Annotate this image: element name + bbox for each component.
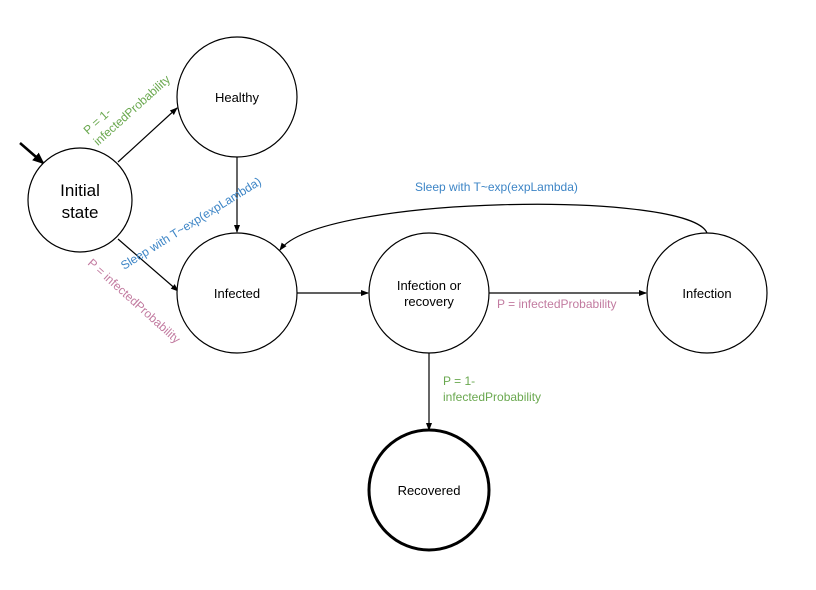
node-healthy-label: Healthy (215, 90, 260, 105)
label-initial-to-healthy: P = 1- infectedProbability (81, 72, 173, 148)
node-initial-state-line2: state (62, 203, 99, 222)
node-infection-or-recovery: Infection or recovery (368, 232, 490, 354)
node-healthy: Healthy (176, 36, 298, 158)
edge-infection-to-infected (279, 203, 708, 251)
node-infected: Infected (176, 232, 298, 354)
node-recovered-label: Recovered (398, 483, 461, 498)
node-infection: Infection (646, 232, 768, 354)
label-initial-to-infected: P = infectedProbability (85, 256, 183, 346)
node-infected-label: Infected (214, 286, 260, 301)
node-initial-state-line1: Initial (60, 181, 100, 200)
node-ior-line1: Infection or (397, 278, 462, 293)
node-initial-state: Initial state (27, 147, 133, 253)
label-infection-to-infected: Sleep with T~exp(expLambda) (415, 180, 578, 194)
start-arrow (19, 142, 45, 165)
node-infection-label: Infection (682, 286, 731, 301)
edge-initial-to-infected (117, 238, 179, 292)
edge-initial-to-healthy (117, 107, 178, 163)
label-ior-to-infection: P = infectedProbability (497, 297, 617, 311)
label-ior-to-recovered-line1: P = 1- (443, 374, 475, 388)
node-recovered: Recovered (367, 428, 491, 552)
node-ior-line2: recovery (404, 294, 454, 309)
label-ior-to-recovered-line2: infectedProbability (443, 390, 541, 404)
